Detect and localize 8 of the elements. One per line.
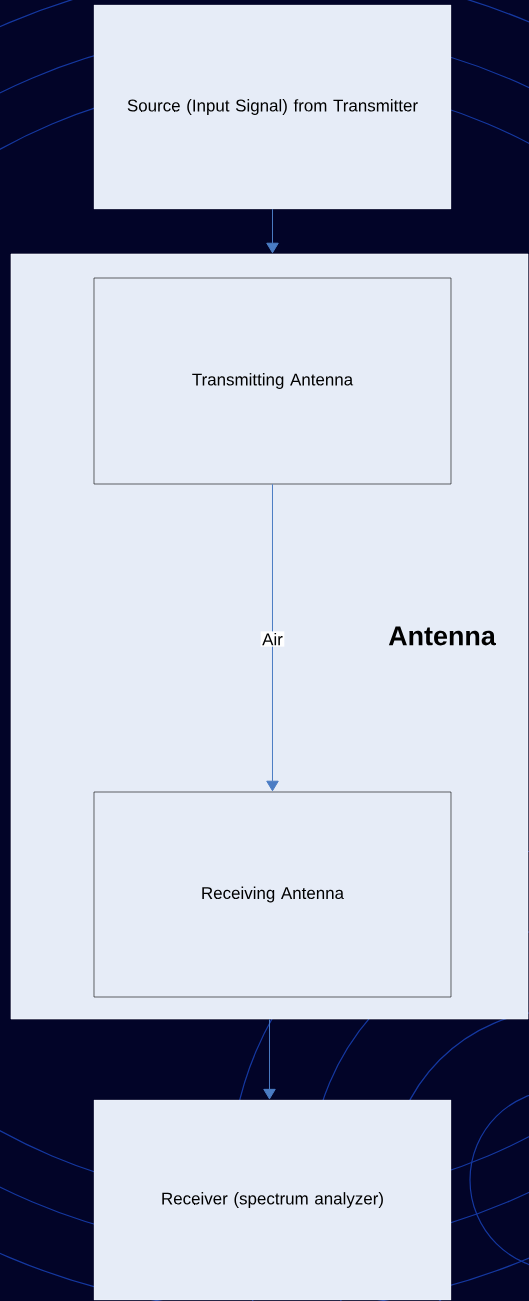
- arrow: [263, 1018, 276, 1100]
- arrow: [266, 483, 279, 792]
- process-box: Receiving Antenna: [93, 791, 452, 998]
- process-box: Transmitting Antenna: [93, 277, 452, 485]
- process-box: Receiver (spectrum analyzer): [93, 1099, 452, 1301]
- arrow: [266, 208, 279, 254]
- process-box: Source (Input Signal) from Transmitter: [93, 4, 452, 210]
- edge-label: Air: [260, 631, 285, 647]
